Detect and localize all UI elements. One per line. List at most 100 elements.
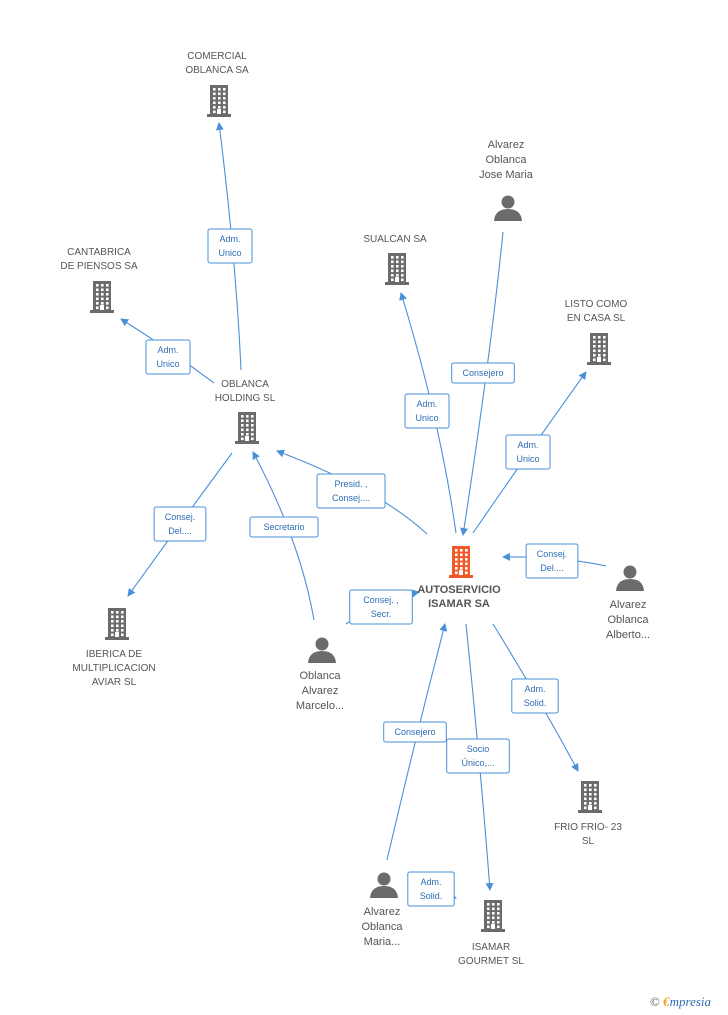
edge-label-text: Adm. [219, 234, 240, 244]
edge-label-text: Unico [218, 248, 241, 258]
edge-label-text: Del.... [168, 526, 192, 536]
building-icon [578, 781, 602, 813]
building-icon [207, 85, 231, 117]
node-label-line: ISAMAR SA [428, 598, 490, 610]
building-icon [449, 546, 473, 578]
node-label-line: Oblanca [300, 670, 342, 682]
node-label-line: EN CASA SL [567, 313, 626, 324]
edge-label-text: Unico [156, 359, 179, 369]
edge-e5[interactable]: Presid. ,Consej.... [276, 449, 428, 535]
edge-label-text: Del.... [540, 563, 564, 573]
edge-label-text: Consejero [462, 368, 503, 378]
empresia-logo[interactable]: © €mpresia [650, 994, 711, 1010]
node-label-line: Marcelo... [296, 700, 344, 712]
building-icon [90, 281, 114, 313]
edge-e10[interactable]: Consej. ,Secr. [345, 589, 420, 625]
node-label-line: Oblanca [608, 614, 650, 626]
node-label-line: CANTABRICA [67, 247, 131, 258]
node-alvarez-alberto[interactable]: AlvarezOblancaAlberto... [606, 565, 650, 642]
edge-label-box [249, 516, 319, 538]
node-label-line: COMERCIAL [187, 51, 247, 62]
node-label-line: Alvarez [302, 685, 339, 697]
copyright-symbol: © [650, 994, 660, 1009]
building-icon [105, 608, 129, 640]
edge-label-text: Adm. [420, 877, 441, 887]
edge-label-box [451, 362, 515, 384]
edge-label-text: Solid. [420, 891, 443, 901]
node-label-line: AVIAR SL [92, 677, 137, 688]
edge-label-text: Solid. [524, 698, 547, 708]
edge-label-box [316, 473, 386, 509]
person-icon [616, 565, 644, 591]
edge-label-text: Adm. [157, 345, 178, 355]
edge-label-text: Socio [467, 744, 490, 754]
node-label-line: Alvarez [610, 599, 647, 611]
edge-label-text: Único,... [461, 758, 494, 768]
brand-name: mpresia [669, 994, 712, 1009]
edge-label-box [383, 721, 447, 743]
node-isamar-gourmet[interactable]: ISAMAR GOURMET SL [458, 900, 524, 967]
building-icon [587, 333, 611, 365]
edge-label-box [153, 506, 207, 542]
node-sualcan[interactable]: SUALCAN SA [363, 234, 427, 285]
edge-e13[interactable]: SocioÚnico,... [446, 623, 510, 891]
node-label-line: GOURMET SL [458, 956, 524, 967]
edge-e3[interactable]: Consej. Del.... [127, 452, 233, 597]
edge-label-text: Unico [415, 413, 438, 423]
edge-e11[interactable]: Adm. Solid. [492, 623, 579, 772]
node-listo[interactable]: LISTO COMO EN CASA SL [565, 299, 628, 365]
node-label-line: LISTO COMO [565, 299, 628, 310]
edge-line [252, 451, 315, 621]
node-label-line: FRIO FRIO- 23 [554, 822, 622, 833]
edge-label-text: Adm. [517, 440, 538, 450]
edge-label-box [407, 871, 455, 907]
edge-label-text: Presid. , [334, 479, 367, 489]
node-label-line: Jose Maria [479, 169, 534, 181]
node-label-line: SL [582, 836, 595, 847]
edge-label-text: Consej. [537, 549, 568, 559]
edge-e14[interactable]: Adm. Solid. [407, 871, 457, 907]
node-alvarez-maria[interactable]: AlvarezOblancaMaria... [362, 872, 404, 949]
edge-e1[interactable]: Adm. Unico [207, 122, 253, 371]
edge-label-box [349, 589, 413, 625]
edge-label-box [511, 678, 559, 714]
edge-e9[interactable]: Consej. Del.... [502, 543, 607, 579]
edge-label-text: Secretario [263, 522, 304, 532]
node-label-line: Alvarez [488, 139, 525, 151]
edge-e2[interactable]: Adm. Unico [120, 318, 215, 384]
node-label-line: ISAMAR [472, 942, 510, 953]
person-icon [494, 195, 522, 221]
node-label-line: OBLANCA [221, 379, 269, 390]
edge-e8[interactable]: Adm. Unico [472, 371, 587, 534]
edge-e4[interactable]: Secretario [249, 451, 319, 621]
edge-label-text: Consej. [165, 512, 196, 522]
node-cantabrica[interactable]: CANTABRICA DE PIENSOS SA [60, 247, 138, 313]
node-frio[interactable]: FRIO FRIO- 23 SL [554, 781, 622, 847]
person-icon [370, 872, 398, 898]
node-label-line: DE PIENSOS SA [60, 261, 138, 272]
edge-e7[interactable]: Consejero [451, 231, 515, 536]
edge-label-box [207, 228, 253, 264]
edge-label-text: Secr. [371, 609, 392, 619]
edge-label-text: Unico [516, 454, 539, 464]
edge-label-box [505, 434, 551, 470]
edge-e6[interactable]: Adm.Unico [399, 292, 457, 534]
edges-layer: Adm.UnicoAdm.UnicoConsej.Del....Secretar… [120, 122, 607, 907]
node-label-line: Oblanca [362, 921, 404, 933]
node-label-line: Alvarez [364, 906, 401, 918]
edge-label-text: Adm. [524, 684, 545, 694]
edge-e12[interactable]: Consejero [383, 623, 448, 861]
node-oblanca-marcelo[interactable]: OblancaAlvarezMarcelo... [296, 637, 344, 713]
node-label-line: Oblanca [486, 154, 528, 166]
building-icon [235, 412, 259, 444]
node-label-line: MULTIPLICACION [72, 663, 155, 674]
building-icon [481, 900, 505, 932]
edge-label-box [404, 393, 450, 429]
